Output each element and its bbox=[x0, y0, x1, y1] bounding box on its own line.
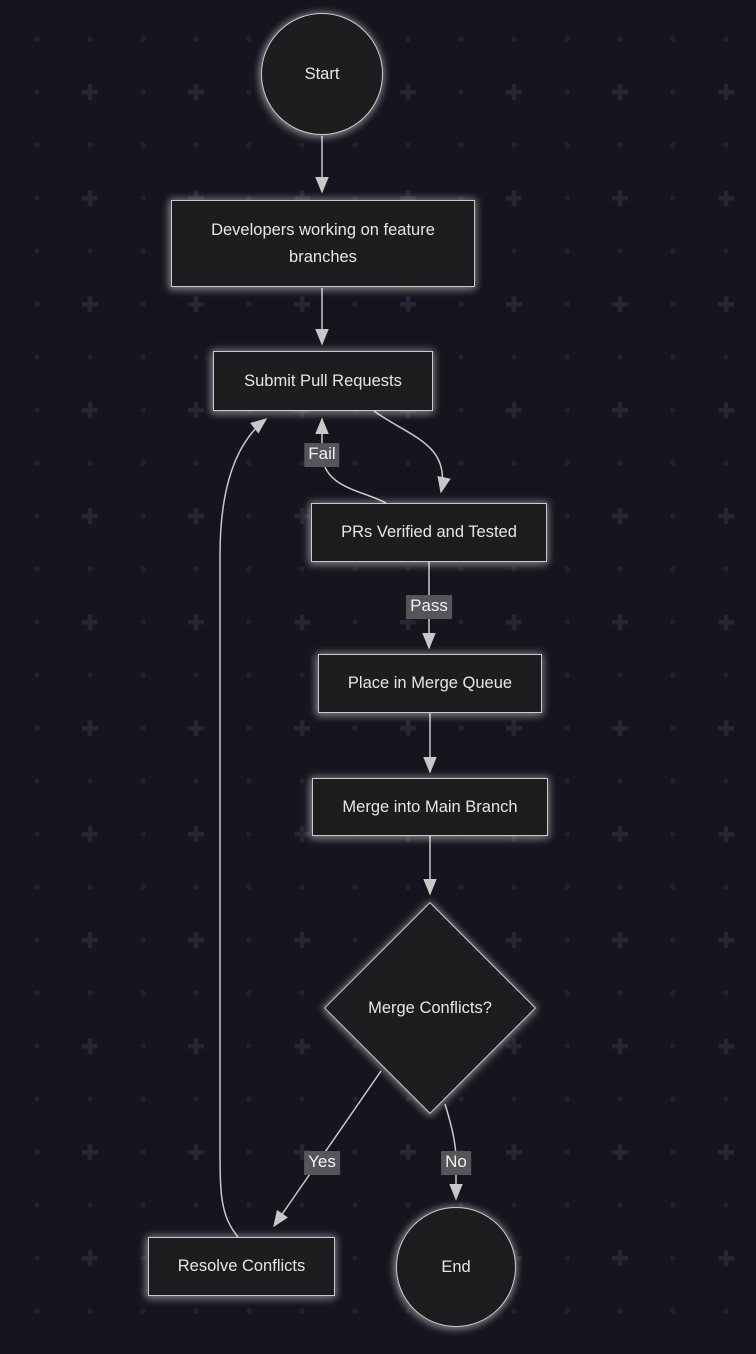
node-place-in-merge-queue: Place in Merge Queue bbox=[318, 654, 542, 713]
node-submit-pull-requests: Submit Pull Requests bbox=[213, 351, 433, 411]
node-merge-label: Merge into Main Branch bbox=[342, 797, 518, 816]
edge-submit-to-verified bbox=[373, 410, 451, 494]
node-resolve-label: Resolve Conflicts bbox=[177, 1257, 306, 1276]
node-developers-feature-branches: Developers working on feature branches bbox=[171, 200, 475, 287]
node-start-label: Start bbox=[304, 64, 340, 83]
node-queue-label: Place in Merge Queue bbox=[347, 674, 513, 693]
edge-label-fail: Fail bbox=[304, 443, 340, 467]
edge-conflicts-to-resolve-yes bbox=[273, 1070, 382, 1228]
node-resolve-conflicts: Resolve Conflicts bbox=[148, 1237, 335, 1296]
node-end-label: End bbox=[441, 1257, 471, 1276]
edge-label-pass: Pass bbox=[406, 595, 452, 619]
node-submit-label: Submit Pull Requests bbox=[244, 371, 402, 390]
node-end: End bbox=[396, 1207, 516, 1327]
node-prs-verified-and-tested: PRs Verified and Tested bbox=[311, 503, 547, 562]
node-merge-into-main-branch: Merge into Main Branch bbox=[312, 778, 548, 836]
edge-label-yes: Yes bbox=[304, 1151, 340, 1175]
node-verified-label: PRs Verified and Tested bbox=[341, 523, 517, 542]
edge-resolve-to-submit-loop bbox=[219, 418, 268, 1238]
node-start: Start bbox=[261, 13, 383, 135]
node-developers-label: Developers working on feature branches bbox=[211, 221, 435, 266]
edge-label-no: No bbox=[441, 1151, 471, 1175]
